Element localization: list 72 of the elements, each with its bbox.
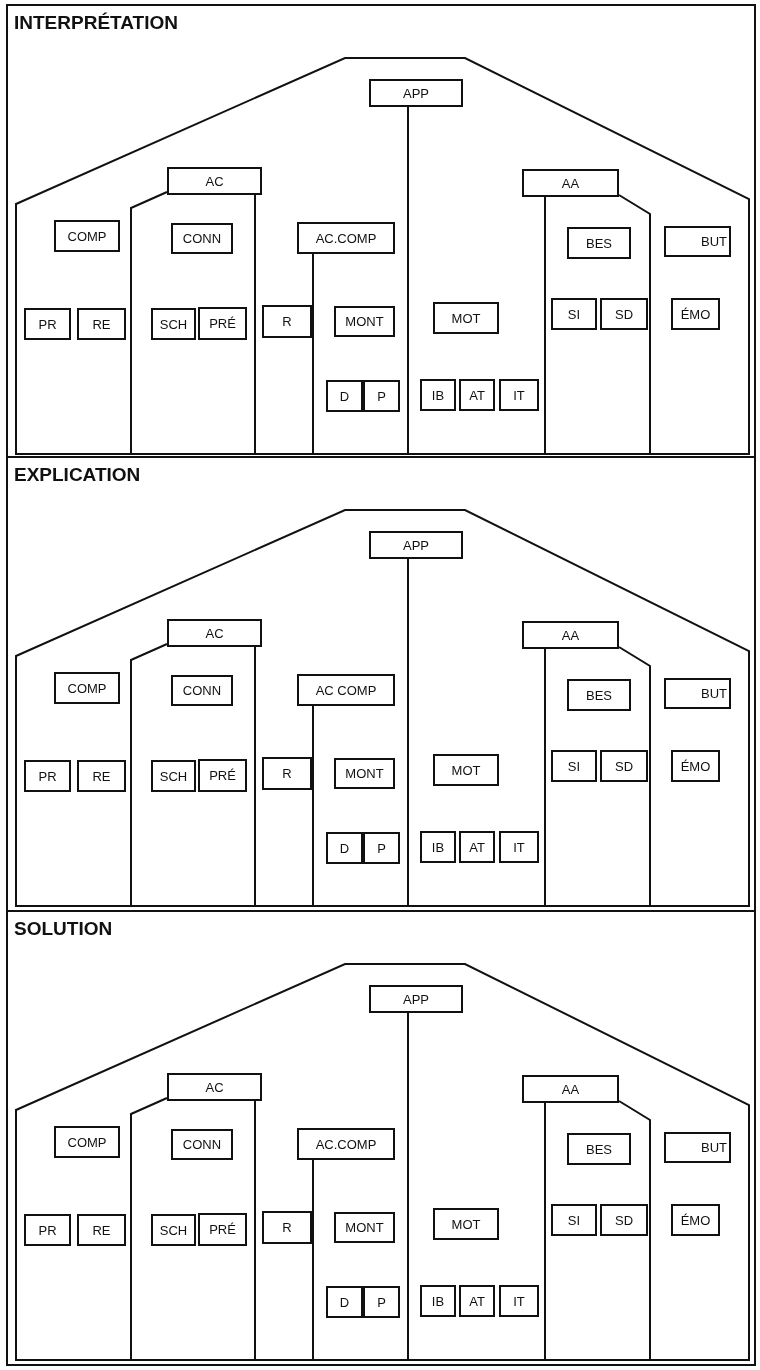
label-box: PR: [24, 308, 71, 340]
label-box: RE: [77, 1214, 126, 1246]
label-box: APP: [369, 531, 463, 559]
label-box: APP: [369, 985, 463, 1013]
label-box: AC: [167, 1073, 262, 1101]
label-box: PRÉ: [198, 307, 247, 340]
panel-heading: INTERPRÉTATION: [14, 12, 178, 34]
label-box: P: [363, 832, 400, 864]
label-box: IT: [499, 379, 539, 411]
label-box: P: [363, 1286, 400, 1318]
label-box: R: [262, 757, 312, 790]
label-box: BES: [567, 227, 631, 259]
label-box: MOT: [433, 1208, 499, 1240]
label-box: AC.COMP: [297, 222, 395, 254]
label-box: SD: [600, 298, 648, 330]
label-box: SI: [551, 750, 597, 782]
label-box: SCH: [151, 308, 196, 340]
label-box: RE: [77, 760, 126, 792]
label-box: BES: [567, 679, 631, 711]
label-box: APP: [369, 79, 463, 107]
label-box: COMP: [54, 220, 120, 252]
label-box: CONN: [171, 223, 233, 254]
label-box: IB: [420, 379, 456, 411]
label-box: AC.COMP: [297, 1128, 395, 1160]
label-box: COMP: [54, 1126, 120, 1158]
label-box: SD: [600, 1204, 648, 1236]
label-box: R: [262, 305, 312, 338]
label-box: PRÉ: [198, 1213, 247, 1246]
panel-heading: SOLUTION: [14, 918, 113, 940]
label-box: ÉMO: [671, 298, 720, 330]
label-box: MONT: [334, 758, 395, 789]
label-box: AA: [522, 1075, 619, 1103]
label-box: AC COMP: [297, 674, 395, 706]
label-box: R: [262, 1211, 312, 1244]
label-box: CONN: [171, 675, 233, 706]
label-box: MONT: [334, 306, 395, 337]
label-box: MONT: [334, 1212, 395, 1243]
label-box: SCH: [151, 760, 196, 792]
label-box: IB: [420, 1285, 456, 1317]
label-box: D: [326, 380, 363, 412]
label-box: RE: [77, 308, 126, 340]
label-box: IT: [499, 1285, 539, 1317]
label-box: AA: [522, 621, 619, 649]
label-box: IT: [499, 831, 539, 863]
label-box: PR: [24, 1214, 71, 1246]
label-box: AT: [459, 379, 495, 411]
label-box: MOT: [433, 302, 499, 334]
label-box: COMP: [54, 672, 120, 704]
label-box: SI: [551, 298, 597, 330]
label-box: D: [326, 832, 363, 864]
panel-heading: EXPLICATION: [14, 464, 141, 486]
label-box: CONN: [171, 1129, 233, 1160]
label-box: AT: [459, 1285, 495, 1317]
label-box: ÉMO: [671, 750, 720, 782]
label-box: PRÉ: [198, 759, 247, 792]
label-box: IB: [420, 831, 456, 863]
label-box: BUT: [664, 1132, 731, 1163]
label-box: BES: [567, 1133, 631, 1165]
label-box: SI: [551, 1204, 597, 1236]
label-box: AC: [167, 619, 262, 647]
label-box: MOT: [433, 754, 499, 786]
label-box: SCH: [151, 1214, 196, 1246]
label-box: AC: [167, 167, 262, 195]
label-box: BUT: [664, 678, 731, 709]
label-box: AT: [459, 831, 495, 863]
label-box: ÉMO: [671, 1204, 720, 1236]
label-box: D: [326, 1286, 363, 1318]
label-box: BUT: [664, 226, 731, 257]
label-box: AA: [522, 169, 619, 197]
label-box: SD: [600, 750, 648, 782]
label-box: P: [363, 380, 400, 412]
label-box: PR: [24, 760, 71, 792]
